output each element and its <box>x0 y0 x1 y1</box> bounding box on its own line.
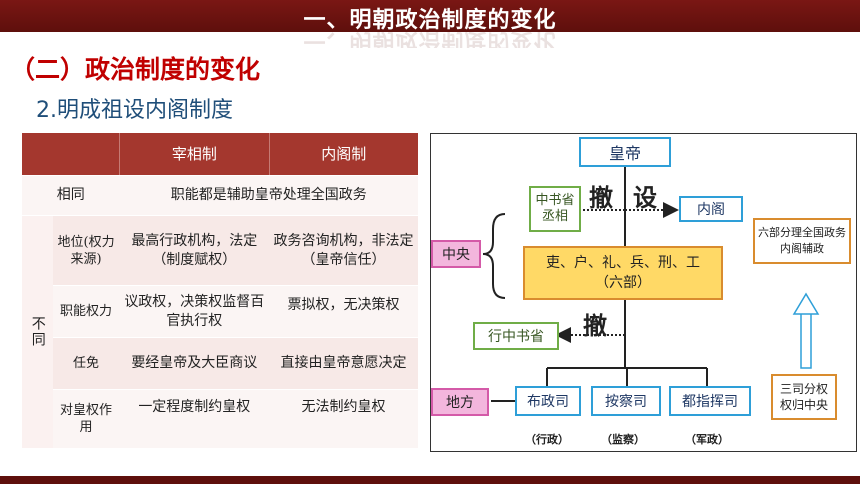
sub-title: 2.明成祖设内阁制度 <box>36 98 233 123</box>
ancha-role: （监察） <box>601 433 645 446</box>
table-row: 职能权力 议政权，决策权监督百官执行权 票拟权，无决策权 <box>22 285 418 338</box>
header-neige: 内阁制 <box>268 133 418 176</box>
row-label: 职能权力 <box>52 285 120 338</box>
center-label: 中央 <box>431 240 481 268</box>
header-zaixiang: 宰相制 <box>119 133 270 176</box>
table-row: 相同 职能都是辅助皇帝处理全国政务 <box>22 175 418 216</box>
cell-neige: 无法制约皇权 <box>269 389 418 449</box>
six-ministries-label: （六部） <box>595 275 651 291</box>
diff-group-label: 不同 <box>22 215 53 449</box>
neige-box: 内阁 <box>679 196 743 222</box>
comparison-table: 宰相制 内阁制 相同 职能都是辅助皇帝处理全国政务 不同 地位(权力来源) 最高… <box>22 133 418 449</box>
note-top-box: 六部分理全国政务内阁辅政 <box>753 218 851 264</box>
cell-zaixiang: 要经皇帝及大臣商议 <box>119 337 270 390</box>
ancha-box: 按察司 <box>591 386 661 416</box>
banner-title-reflection: 一、明朝政治制度的变化 <box>303 32 557 48</box>
six-ministries-names: 吏、户、礼、兵、刑、工 <box>546 255 700 271</box>
buzheng-role: （行政） <box>525 433 569 446</box>
same-text: 职能都是辅助皇帝处理全国政务 <box>119 175 418 216</box>
table-header-row: 宰相制 内阁制 <box>22 133 418 176</box>
establish-label: 设 <box>633 184 657 212</box>
diagram-connectors <box>482 167 820 402</box>
duzhihui-box: 都指挥司 <box>669 386 751 416</box>
table-row: 任免 要经皇帝及大臣商议 直接由皇帝意愿决定 <box>22 337 418 390</box>
local-label: 地方 <box>431 388 489 416</box>
abolish-label-top: 撤 <box>589 184 613 212</box>
cell-neige: 票拟权，无决策权 <box>269 285 418 338</box>
table-row: 对皇权作用 一定程度制约皇权 无法制约皇权 <box>22 389 418 449</box>
cell-zaixiang: 一定程度制约皇权 <box>119 389 270 449</box>
ming-structure-diagram: 皇帝 中书省丞相 撤 设 内阁 中央 吏、户、礼、兵、刑、工 （六部） 撤 行中… <box>430 133 857 452</box>
abolish-label-bottom: 撤 <box>583 312 607 340</box>
emperor-box: 皇帝 <box>579 137 671 167</box>
xing-zhongshu-box: 行中书省 <box>473 322 559 350</box>
title-banner: 一、明朝政治制度的变化 <box>0 0 860 33</box>
row-label: 任免 <box>52 337 120 390</box>
row-label: 地位(权力来源) <box>52 215 120 286</box>
cell-zaixiang: 最高行政机构，法定（制度赋权） <box>119 215 270 286</box>
six-ministries-box: 吏、户、礼、兵、刑、工 （六部） <box>523 246 723 300</box>
section-title: （二）政治制度的变化 <box>10 55 261 84</box>
banner-title: 一、明朝政治制度的变化 <box>303 8 557 33</box>
zhongshu-box: 中书省丞相 <box>529 186 581 232</box>
note-bottom-box: 三司分权权归中央 <box>771 374 837 420</box>
table-row: 不同 地位(权力来源) 最高行政机构，法定（制度赋权） 政务咨询机构，非法定（皇… <box>22 215 418 449</box>
cell-neige: 政务咨询机构，非法定（皇帝信任） <box>269 215 418 286</box>
cell-zaixiang: 议政权，决策权监督百官执行权 <box>119 285 270 338</box>
header-corner <box>22 133 120 176</box>
row-label: 对皇权作用 <box>52 389 120 449</box>
footer-bar <box>0 476 860 484</box>
cell-neige: 直接由皇帝意愿决定 <box>269 337 418 390</box>
duzhihui-role: （军政） <box>685 433 729 446</box>
row-label: 相同 <box>22 175 120 216</box>
buzheng-box: 布政司 <box>515 386 581 416</box>
